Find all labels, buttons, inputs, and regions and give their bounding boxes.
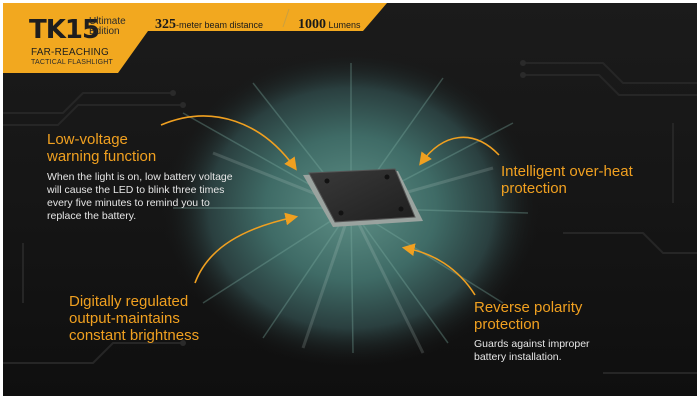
- spec-beam-unit: -meter beam distance: [176, 20, 264, 30]
- spec-lumens: 1000 Lumens: [298, 15, 361, 33]
- feature-low-voltage-title-line1: Low-voltage: [47, 131, 128, 148]
- spec-lumens-value: 1000: [298, 17, 326, 32]
- feature-digital-title-line3: constant brightness: [69, 327, 200, 344]
- arrow-overheat: [419, 136, 500, 166]
- banner-shape: [3, 3, 387, 73]
- circuit-background: [3, 60, 697, 374]
- spec-beam-value: 325: [155, 17, 176, 32]
- feature-reverse-polarity-title-line1: Reverse polarity: [474, 299, 583, 316]
- spec-beam-distance: 325-meter beam distance: [155, 15, 263, 33]
- model-name: TK15: [29, 15, 100, 45]
- product-feature-slide: TK15 Ultimate Edition FAR-REACHING TACTI…: [3, 3, 697, 396]
- arrow-reverse-polarity: [401, 243, 476, 296]
- feature-reverse-polarity-description: Guards against improper battery installa…: [474, 338, 590, 363]
- feature-digital-title-line2: output-maintains: [69, 310, 180, 327]
- feature-digital-title-line1: Digitally regulated: [69, 293, 189, 310]
- callout-arrows: [160, 115, 500, 296]
- feature-overheat-title: Intelligent over-heat protection: [501, 163, 681, 197]
- feature-low-voltage-description: When the light is on, low battery voltag…: [47, 171, 233, 222]
- feature-low-voltage-title-line2: warning function: [47, 148, 157, 165]
- chip-lens-graphic: [161, 48, 541, 368]
- feature-overheat-title-line1: Intelligent over-heat: [501, 163, 633, 180]
- edition-line2: Edition: [89, 26, 120, 37]
- feature-reverse-polarity-title: Reverse polarity protection: [474, 299, 624, 333]
- arrow-digital: [194, 212, 299, 284]
- arrow-low-voltage: [160, 115, 297, 171]
- tagline-secondary: TACTICAL FLASHLIGHT: [31, 59, 113, 66]
- top-banner: TK15 Ultimate Edition FAR-REACHING TACTI…: [3, 3, 697, 73]
- feature-reverse-polarity-title-line2: protection: [474, 316, 540, 333]
- edition-line1: Ultimate: [89, 16, 126, 27]
- feature-low-voltage-title: Low-voltage warning function: [47, 131, 217, 165]
- spec-lumens-unit: Lumens: [326, 20, 361, 30]
- feature-digital-title: Digitally regulated output-maintains con…: [69, 293, 249, 344]
- edition-label: Ultimate Edition: [89, 17, 133, 37]
- tagline-primary: FAR-REACHING: [31, 47, 109, 58]
- feature-overheat-title-line2: protection: [501, 180, 567, 197]
